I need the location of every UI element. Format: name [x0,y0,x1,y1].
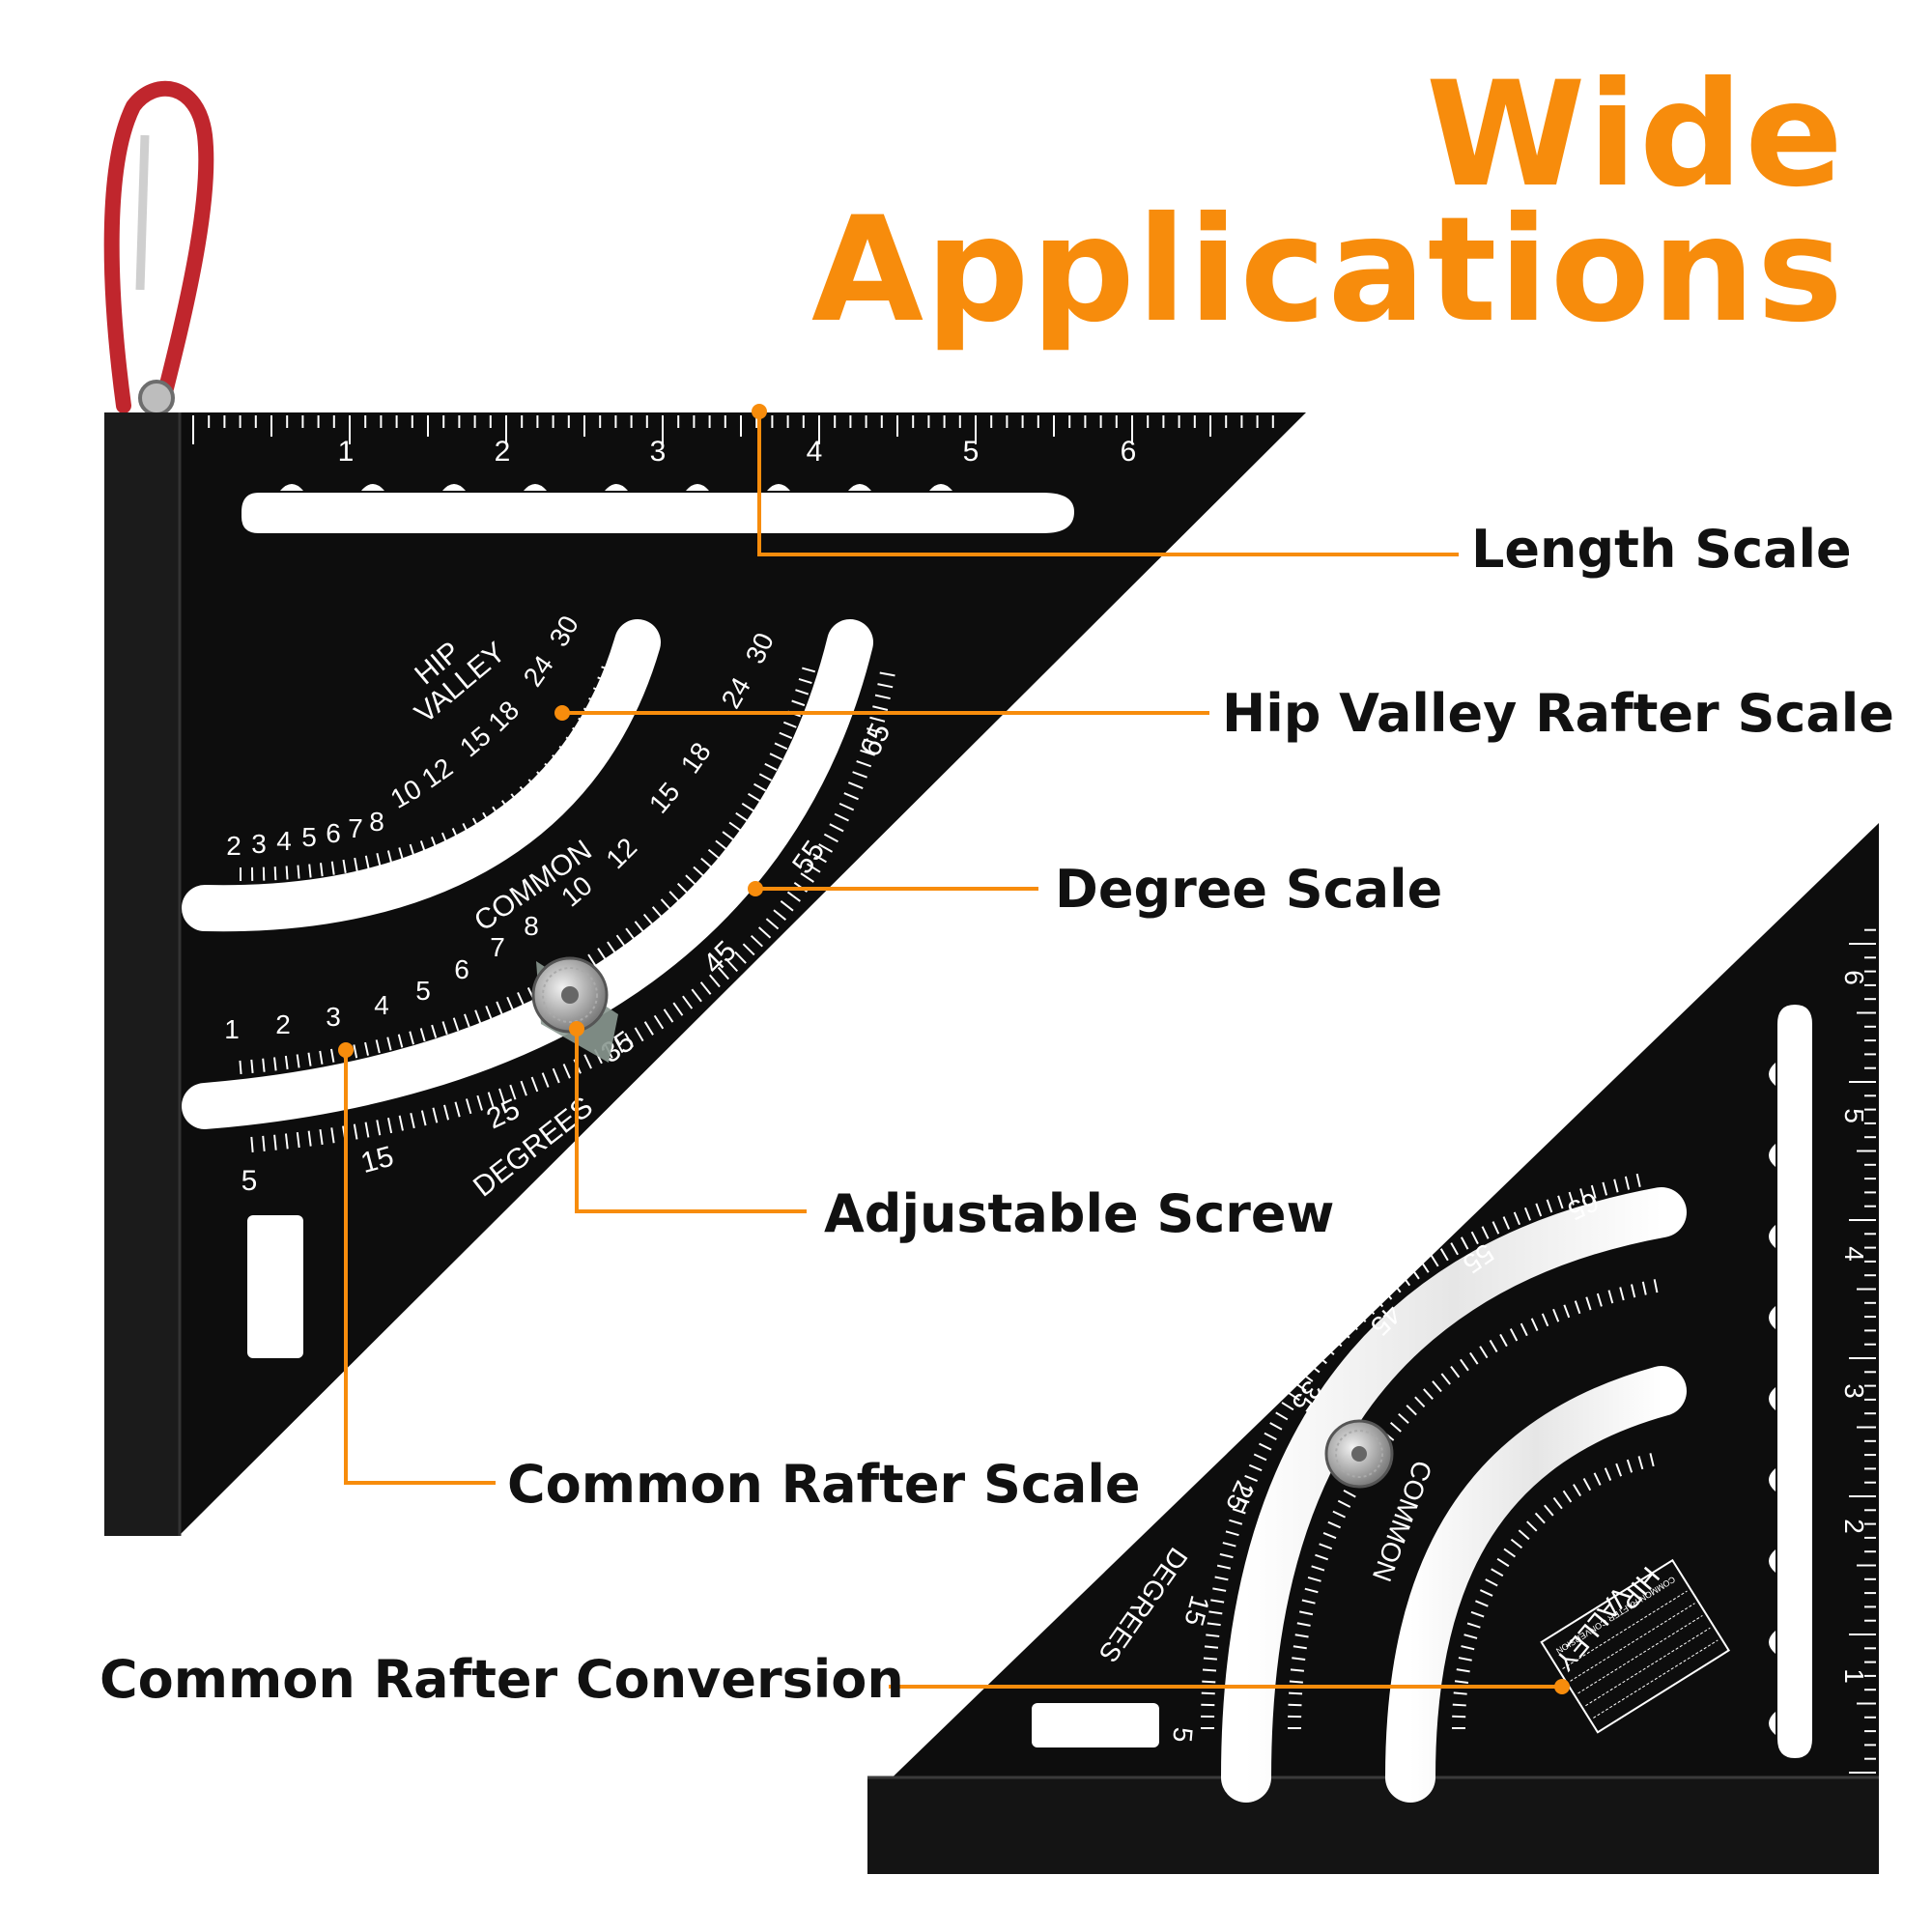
length-slot [242,493,1074,533]
degree-number: 5 [242,1165,258,1197]
rafter-square-front: 1 2 3 4 5 6 HIP VALLEY 2 3 4 5 6 [103,80,1306,1536]
callout-dots [338,404,1570,1694]
inch-number: 3 [650,436,667,468]
square-lip [104,412,180,1536]
title-line-1: Wide [1426,51,1845,219]
hip-scale-ticks [1452,1452,1659,1730]
label-common-rafter-conversion: Common Rafter Conversion [99,1649,904,1710]
carabiner-icon [103,80,214,416]
inch-number: 6 [1839,970,1869,985]
length-slot [1777,1005,1812,1758]
square-body [104,412,1306,1536]
hip-number: 5 [301,822,317,852]
inch-number: 1 [338,436,355,468]
common-number: 3 [326,1002,341,1032]
hip-number: 8 [369,807,384,837]
length-scale-numbers: 1 2 3 4 5 6 [338,436,1137,468]
callout-line-common [344,1050,496,1485]
hip-number: 7 [348,813,363,843]
inch-number: 6 [1121,436,1137,468]
common-number: 6 [454,954,469,984]
hip-scale-ticks [239,664,615,881]
common-degree-slot [182,619,873,1129]
common-number: 7 [490,932,505,962]
inch-number: 2 [1839,1519,1869,1534]
inch-number: 5 [963,436,980,468]
degree-scale-ticks [1201,1172,1649,1730]
hip-number: 6 [326,818,341,848]
common-number: 4 [374,990,389,1020]
hip-valley-slot [182,619,661,932]
common-degree-slot [1221,1187,1687,1803]
label-common-rafter-scale: Common Rafter Scale [507,1454,1141,1515]
title-line-2: Applications [810,186,1845,355]
callout-line-screw [575,1029,807,1213]
label-degree-scale: Degree Scale [1055,859,1443,920]
adjustable-screw-icon [531,956,618,1063]
inch-number: 2 [495,436,511,468]
window-cutout [247,1215,303,1358]
callout-line-length [757,412,1459,556]
label-adjustable-screw: Adjustable Screw [824,1183,1335,1244]
hip-number: 2 [226,831,242,861]
inch-number: 4 [1839,1246,1869,1262]
inch-number: 3 [1839,1383,1869,1399]
hip-valley-slot [1385,1366,1687,1803]
degree-number: 5 [1167,1726,1198,1744]
inch-number: 4 [807,436,823,468]
square-body [867,823,1879,1826]
hip-number: 3 [251,829,267,859]
adjustable-screw-icon [1324,1419,1394,1489]
hip-number: 4 [276,826,292,856]
length-scale-ticks [192,415,1274,444]
common-number: 1 [224,1014,240,1044]
label-hip-valley-rafter-scale: Hip Valley Rafter Scale [1222,683,1894,744]
label-length-scale: Length Scale [1471,519,1852,580]
inch-number: 1 [1839,1668,1869,1684]
common-number: 2 [275,1009,291,1039]
window-cutout [1032,1703,1159,1747]
square-lip [867,1777,1879,1874]
common-number: 5 [415,976,431,1006]
callout-lines [344,412,1562,1689]
common-number: 8 [524,911,539,941]
rafter-square-back: 1 2 3 4 5 6 DEGREES COMMON HIP VALLEY 5 … [867,823,1879,1874]
inch-number: 5 [1839,1108,1869,1123]
length-scale-ticks-vertical [1849,928,1876,1774]
